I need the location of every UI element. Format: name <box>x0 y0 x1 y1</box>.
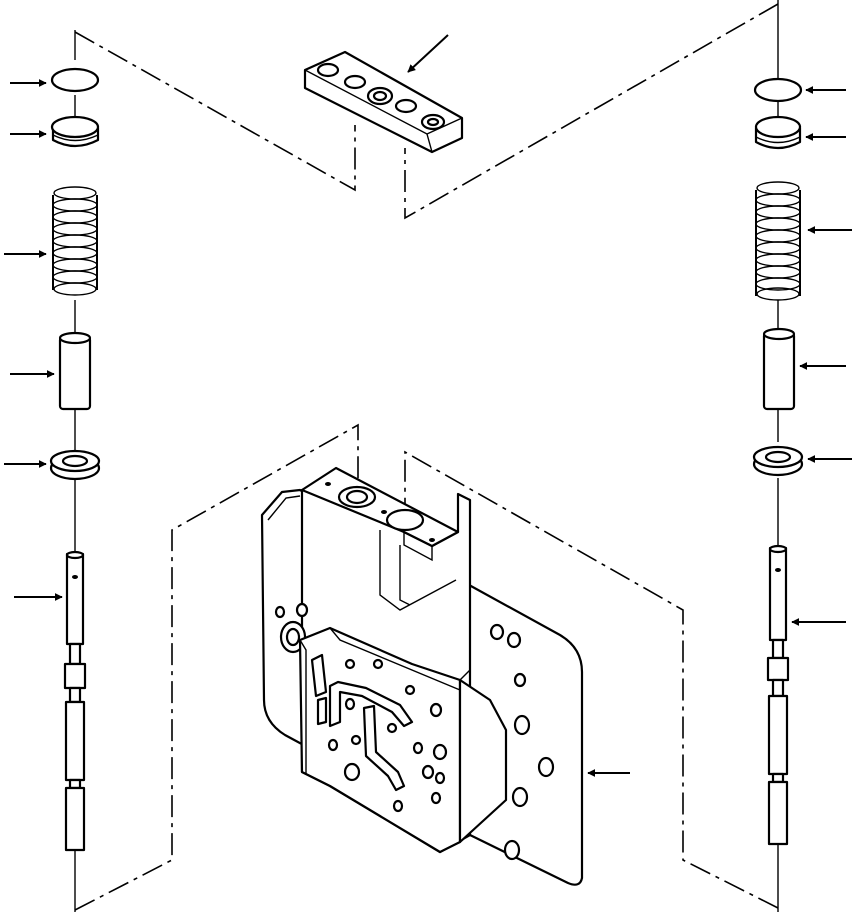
cover-plate <box>303 50 464 154</box>
seal-right <box>752 445 804 477</box>
spool-left <box>63 550 87 852</box>
spring-left <box>52 186 98 296</box>
snap-ring-left <box>50 67 100 93</box>
plug-left <box>50 115 100 148</box>
snap-ring-right <box>753 77 803 103</box>
plug-right <box>754 115 802 150</box>
valve-body <box>260 466 584 886</box>
spool-right <box>766 544 790 846</box>
arrow-cover-plate <box>407 34 449 73</box>
phantom-lines <box>74 3 779 911</box>
sleeve-right <box>762 327 796 411</box>
sleeve-left <box>58 331 92 411</box>
callout-arrows <box>4 34 852 777</box>
spring-right <box>755 181 801 301</box>
seal-left <box>49 449 101 481</box>
